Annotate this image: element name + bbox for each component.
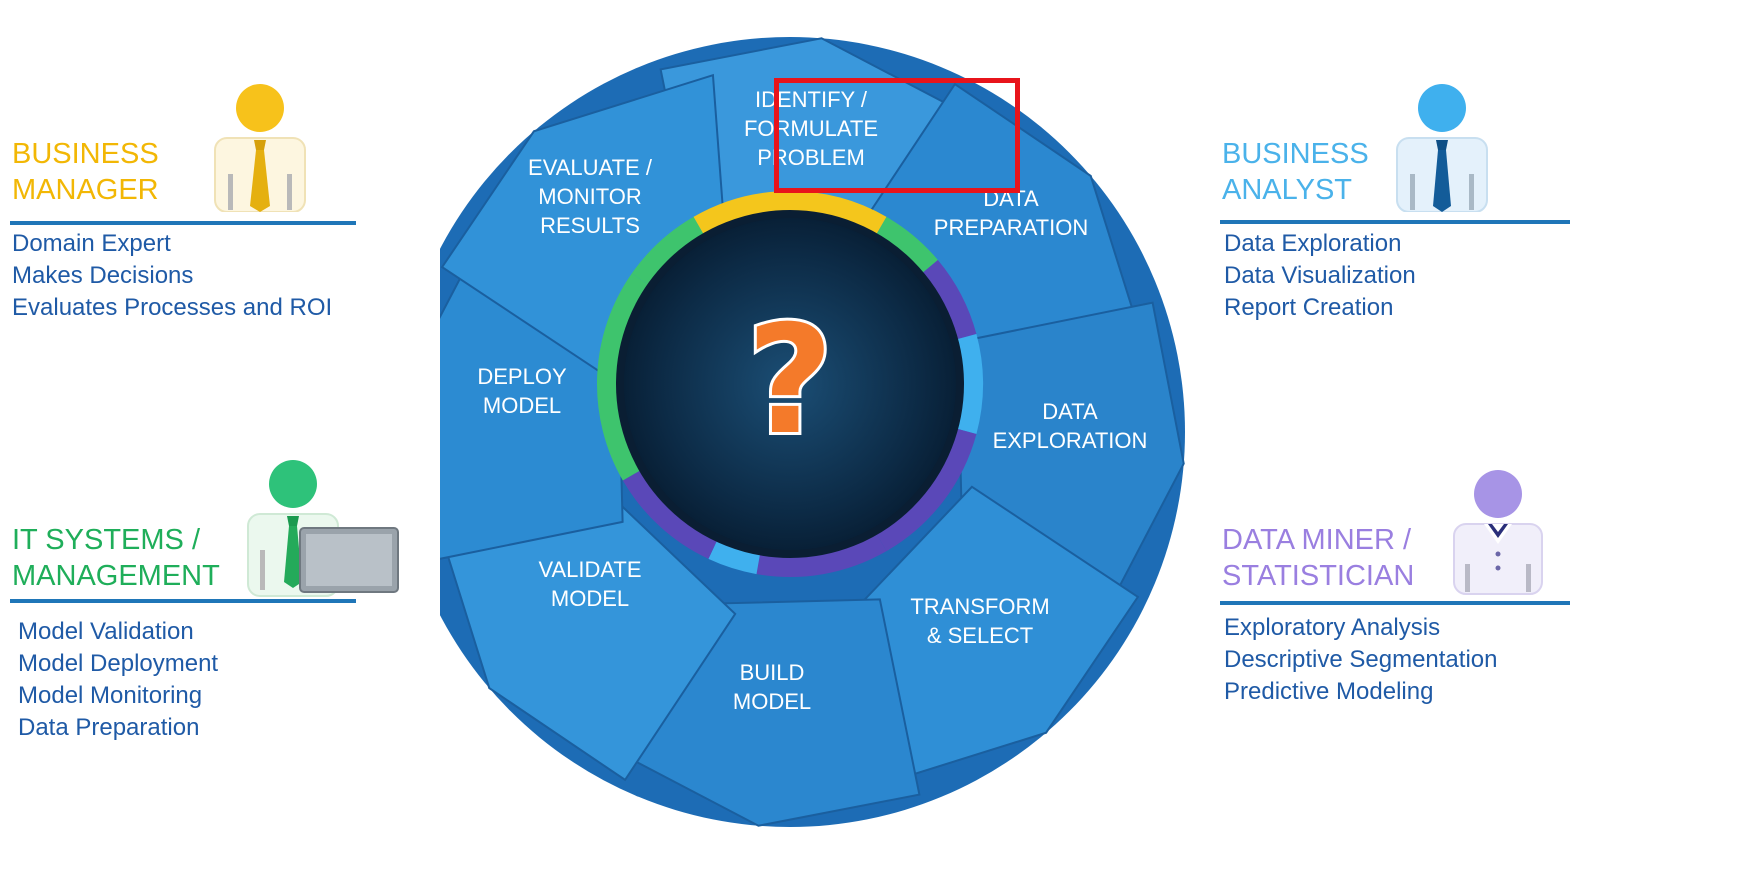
divider-it-systems xyxy=(10,599,356,603)
ring-arc xyxy=(875,428,977,552)
question-mark-icon: ? xyxy=(746,294,833,468)
cycle-segment xyxy=(440,494,737,782)
list-item: Domain Expert xyxy=(12,230,171,257)
cycle-segment xyxy=(852,485,1140,791)
business-analyst-icon xyxy=(1396,84,1488,212)
list-item: Exploratory Analysis xyxy=(1224,614,1441,641)
list-business-analyst: Data Exploration Data Visualization Repo… xyxy=(1224,228,1416,324)
list-item: Predictive Modeling xyxy=(1224,678,1434,705)
ring-arc xyxy=(622,469,718,559)
list-item: Report Creation xyxy=(1224,294,1394,321)
center-ring xyxy=(597,191,983,577)
role-title-business-manager: BUSINESS MANAGER xyxy=(12,138,159,206)
divider-business-analyst xyxy=(1220,220,1570,224)
list-item: Descriptive Segmentation xyxy=(1224,646,1498,673)
list-item: Model Deployment xyxy=(18,650,219,677)
role-title-business-analyst: BUSINESS ANALYST xyxy=(1222,138,1369,206)
list-item: Data Preparation xyxy=(18,714,200,741)
divider-data-miner xyxy=(1220,601,1570,605)
center-core xyxy=(616,210,964,558)
role-title-it-systems: IT SYSTEMS / MANAGEMENT xyxy=(12,524,220,592)
highlight-box-identify-problem xyxy=(774,78,1020,193)
step-label: TRANSFORM& SELECT xyxy=(910,594,1049,648)
list-business-manager: Domain Expert Makes Decisions Evaluates … xyxy=(12,228,332,324)
list-item: Model Monitoring xyxy=(18,682,203,709)
role-title-data-miner: DATA MINER / STATISTICIAN xyxy=(1222,524,1415,592)
ring-arc xyxy=(693,191,887,236)
list-item: Data Exploration xyxy=(1224,230,1402,257)
list-item: Makes Decisions xyxy=(12,262,194,289)
list-it-systems: Model Validation Model Deployment Model … xyxy=(18,616,218,744)
business-manager-icon xyxy=(214,84,306,212)
ring-arc xyxy=(875,216,938,275)
ring-arc xyxy=(955,334,983,434)
divider-business-manager xyxy=(10,221,356,225)
ring-arc xyxy=(756,531,887,577)
ring-arc xyxy=(597,273,650,481)
list-item: Evaluates Processes and ROI xyxy=(12,294,333,321)
it-systems-icon xyxy=(247,460,399,597)
ring-arc xyxy=(708,538,761,575)
ring-arc xyxy=(631,216,705,287)
list-item: Data Visualization xyxy=(1224,262,1416,289)
data-miner-icon xyxy=(1453,470,1543,595)
ring-arc xyxy=(920,259,977,340)
list-item: Model Validation xyxy=(18,618,194,645)
list-data-miner: Exploratory Analysis Descriptive Segment… xyxy=(1224,612,1497,708)
